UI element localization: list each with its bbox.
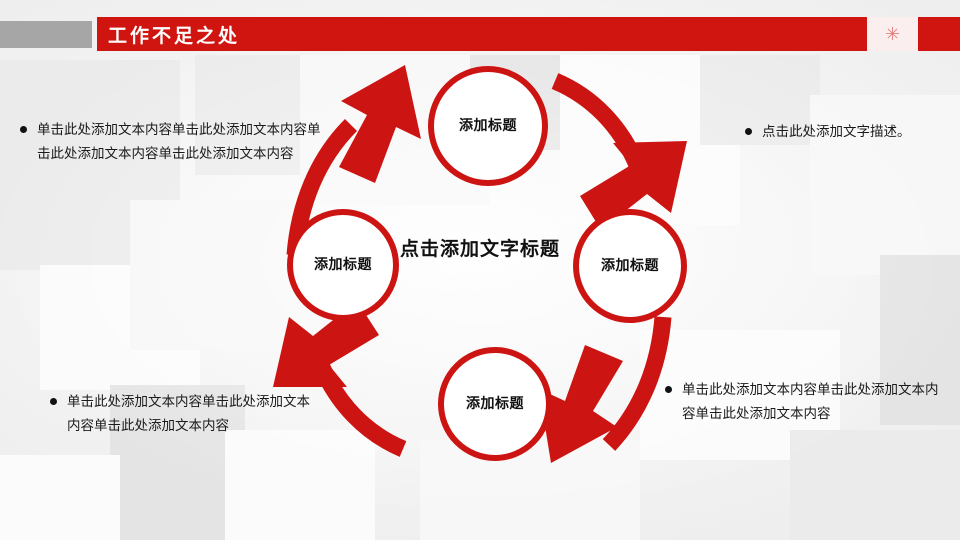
cycle-node-top[interactable]: 添加标题 xyxy=(428,66,548,186)
cycle-node-bottom[interactable]: 添加标题 xyxy=(438,347,552,461)
text-block-top-right: 点击此处添加文字描述。 xyxy=(745,120,940,144)
arrow-bottom-to-left xyxy=(273,301,407,457)
cycle-node-right-label: 添加标题 xyxy=(601,257,659,274)
bullet-icon xyxy=(50,398,57,405)
text-block-top-left: 单击此处添加文本内容单击此处添加文本内容单击此处添加文本内容单击此处添加文本内容 xyxy=(20,118,330,165)
cycle-diagram xyxy=(255,55,705,475)
text-block-bottom-right: 单击此处添加文本内容单击此处添加文本内容单击此处添加文本内容 xyxy=(665,378,940,425)
header-red-bar xyxy=(97,17,867,51)
text-block-top-left-content: 单击此处添加文本内容单击此处添加文本内容单击此处添加文本内容单击此处添加文本内容 xyxy=(37,122,321,161)
cycle-node-left-label: 添加标题 xyxy=(314,256,372,273)
header-red-bar-right xyxy=(918,17,960,51)
header-mark-block: ✳ xyxy=(867,17,918,51)
text-block-bottom-left: 单击此处添加文本内容单击此处添加文本内容单击此处添加文本内容 xyxy=(50,390,310,437)
bullet-icon xyxy=(745,128,752,135)
cycle-arrows xyxy=(273,65,687,463)
cycle-node-left[interactable]: 添加标题 xyxy=(287,209,399,321)
text-block-bottom-left-content: 单击此处添加文本内容单击此处添加文本内容单击此处添加文本内容 xyxy=(67,394,310,433)
bullet-icon xyxy=(20,126,27,133)
asterisk-icon: ✳ xyxy=(884,24,901,44)
cycle-node-right[interactable]: 添加标题 xyxy=(573,209,687,323)
arrow-top-to-right xyxy=(551,73,687,230)
cycle-node-bottom-label: 添加标题 xyxy=(466,395,524,412)
arrow-right-to-bottom xyxy=(539,316,672,463)
page-title: 工作不足之处 xyxy=(108,25,241,47)
cycle-center-title: 点击添加文字标题 xyxy=(399,239,560,260)
text-block-bottom-right-content: 单击此处添加文本内容单击此处添加文本内容单击此处添加文本内容 xyxy=(682,382,939,421)
bullet-icon xyxy=(665,386,672,393)
text-block-top-right-content: 点击此处添加文字描述。 xyxy=(762,124,911,139)
cycle-node-top-label: 添加标题 xyxy=(459,117,517,134)
header-gray-block xyxy=(0,21,92,48)
